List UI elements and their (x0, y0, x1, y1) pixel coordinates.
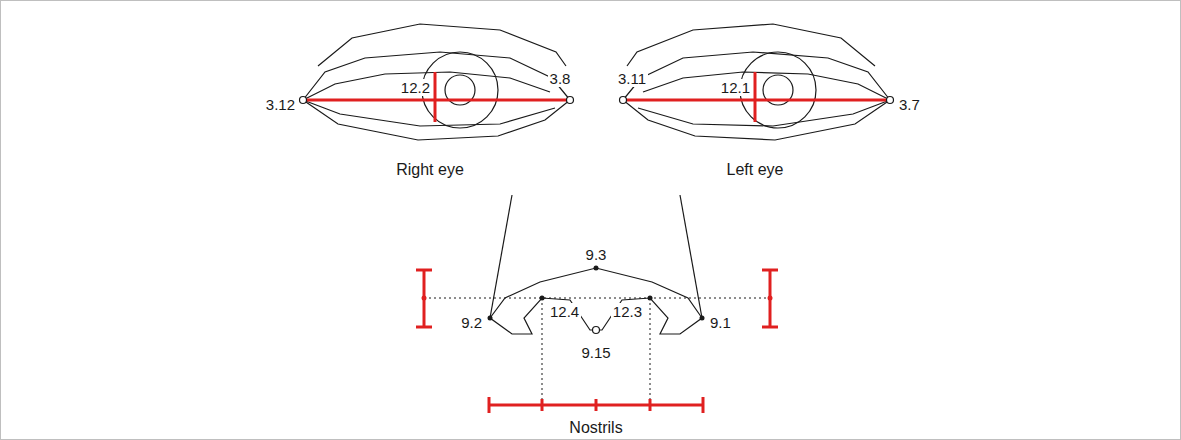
callout-label: 3.7 (897, 96, 922, 113)
nose-tip-point (593, 327, 600, 334)
callout-label: 9.1 (708, 314, 733, 331)
callout-label: 3.8 (548, 70, 573, 87)
callout-label: 9.3 (584, 246, 609, 263)
eye-measure-lines (303, 72, 890, 122)
callout-label: 3.11 (616, 70, 648, 87)
callout-label: 12.3 (611, 303, 644, 320)
callout-label: 12.2 (399, 79, 432, 96)
dotted-guides (424, 298, 770, 405)
irises (422, 52, 816, 128)
nose-points (422, 266, 773, 321)
callout-label: 3.12 (264, 96, 297, 113)
right-eye-outline (303, 24, 570, 140)
callout-label: Nostrils (567, 419, 624, 437)
eye-corner-points (300, 97, 894, 104)
nose-measure-brackets (416, 270, 778, 413)
callout-label: 12.1 (719, 79, 752, 96)
left-eye-outline (623, 24, 890, 140)
callout-label: Right eye (394, 161, 466, 179)
callout-label: 9.2 (459, 314, 484, 331)
callout-label: 12.4 (548, 303, 581, 320)
nostril-outline (490, 268, 702, 334)
callout-label: Left eye (725, 161, 786, 179)
nose-side-lines (490, 195, 702, 318)
callout-label: 9.15 (579, 344, 612, 361)
